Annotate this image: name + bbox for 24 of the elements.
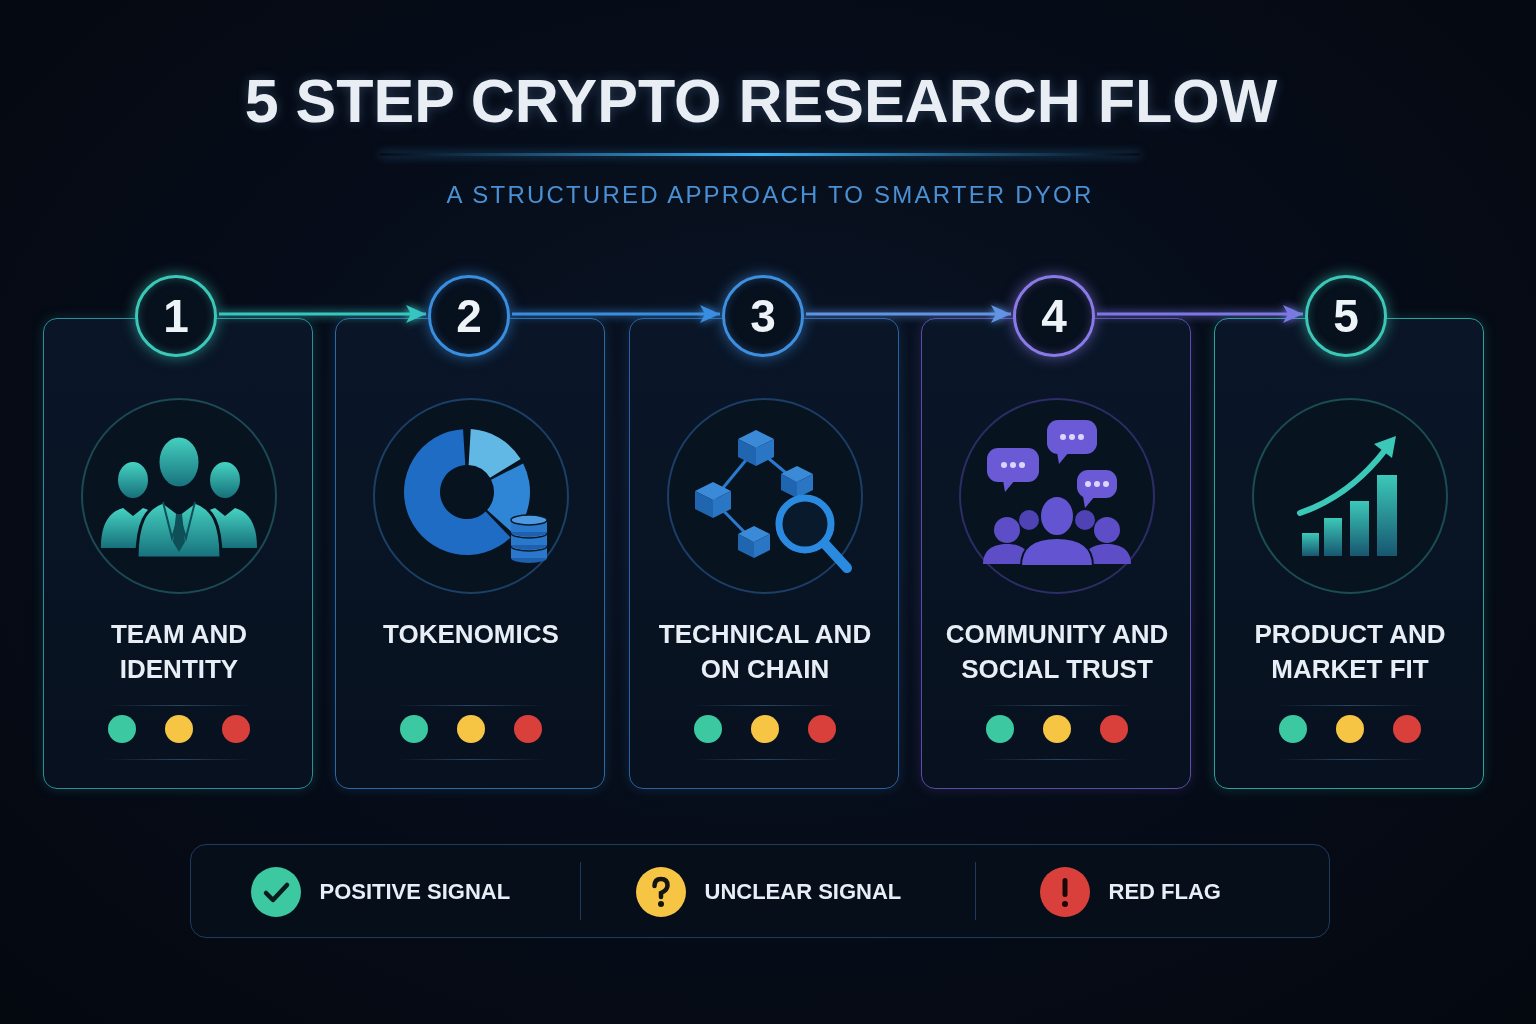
- title: 5 STEP CRYPTO RESEARCH FLOW: [244, 71, 1278, 132]
- number-circle: [1305, 275, 1387, 357]
- subtitle: A STRUCTURED APPROACH TO SMARTER DYOR: [446, 183, 1094, 207]
- legend-label: RED FLAG: [1108, 881, 1221, 903]
- number-circle: [428, 275, 510, 357]
- step-number: 5: [1333, 293, 1359, 339]
- arrow: [1097, 305, 1303, 323]
- number-circle: [135, 275, 217, 357]
- legend-label: UNCLEAR SIGNAL: [704, 881, 902, 903]
- step-title: TOKENOMICS: [383, 618, 559, 651]
- step-title: TEAM AND IDENTITY: [109, 618, 249, 686]
- step-number: 3: [750, 293, 776, 339]
- step-title: COMMUNITY AND SOCIAL TRUST: [944, 618, 1170, 686]
- step-title: TECHNICAL AND ON CHAIN: [657, 618, 873, 686]
- number-circle: [1013, 275, 1095, 357]
- arrow: [219, 305, 426, 323]
- step-number: 1: [163, 293, 189, 339]
- arrow: [512, 305, 720, 323]
- number-circle: [722, 275, 804, 357]
- arrow: [806, 305, 1011, 323]
- step-number: 4: [1041, 293, 1067, 339]
- step-number: 2: [456, 293, 482, 339]
- legend-label: POSITIVE SIGNAL: [319, 881, 511, 903]
- step-title: PRODUCT AND MARKET FIT: [1253, 618, 1447, 686]
